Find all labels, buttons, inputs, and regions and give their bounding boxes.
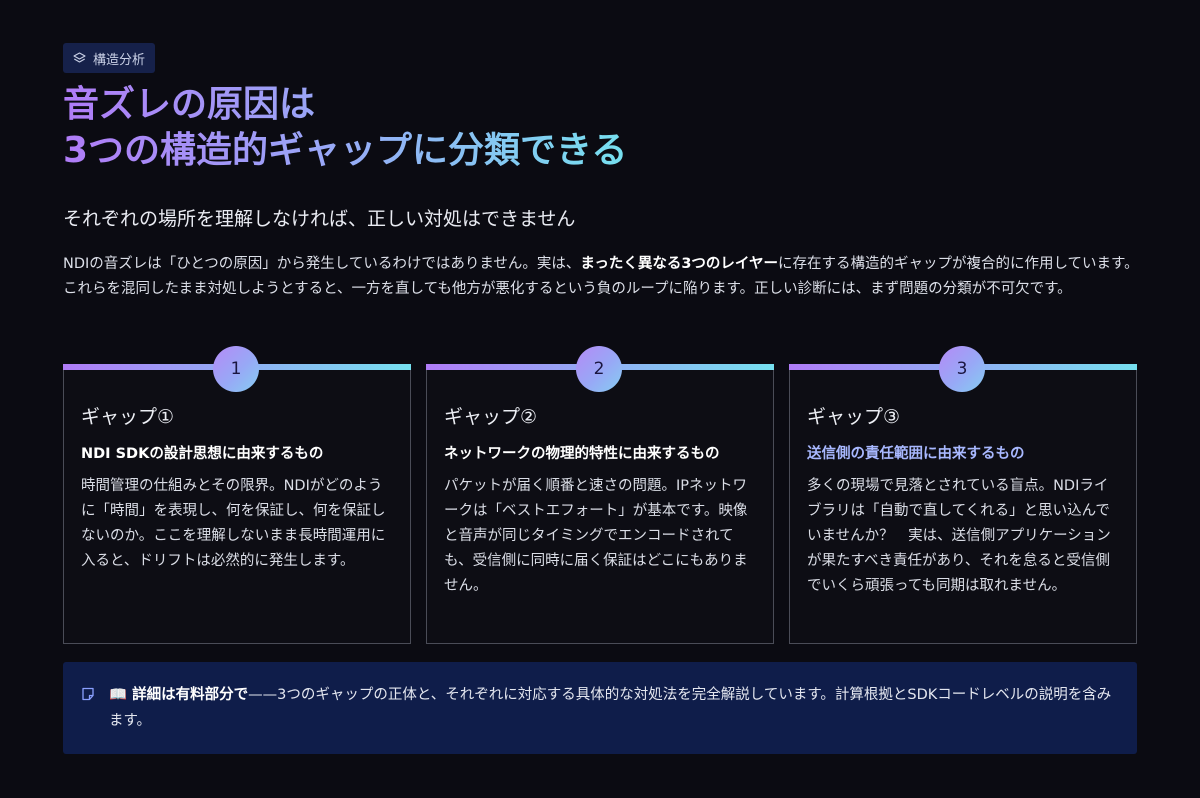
gap-card-3-subtitle: 送信側の責任範囲に由来するもの (807, 446, 1025, 462)
gap-card-1-box: ギャップ① NDI SDKの設計思想に由来するもの 時間管理の仕組みとその限界。… (63, 370, 411, 644)
intro-text-before: NDIの音ズレは「ひとつの原因」から発生しているわけではありません。実は、 (63, 256, 581, 272)
gap-card-1: 1 ギャップ① NDI SDKの設計思想に由来するもの 時間管理の仕組みとその限… (63, 346, 411, 644)
gap-card-2: 2 ギャップ② ネットワークの物理的特性に由来するもの パケットが届く順番と速さ… (426, 346, 774, 644)
section-badge-label: 構造分析 (93, 52, 146, 68)
page-title-line2: 3つの構造的ギャップに分類できる (63, 130, 628, 171)
gap-card-2-box: ギャップ② ネットワークの物理的特性に由来するもの パケットが届く順番と速さの問… (426, 370, 774, 644)
gap-card-3-number: 3 (939, 346, 985, 392)
paid-section-note: 📖 詳細は有料部分で——3つのギャップの正体と、それぞれに対応する具体的な対処法… (63, 662, 1137, 754)
gap-card-2-body: パケットが届く順番と速さの問題。IPネットワークは「ベストエフォート」が基本です… (444, 478, 748, 594)
gap-card-2-title: ギャップ② (444, 406, 538, 428)
note-icon (81, 686, 95, 705)
note-body: ——3つのギャップの正体と、それぞれに対応する具体的な対処法を完全解説しています… (109, 687, 1112, 729)
gap-cards: 1 ギャップ① NDI SDKの設計思想に由来するもの 時間管理の仕組みとその限… (63, 346, 1137, 644)
gap-card-1-title: ギャップ① (81, 406, 175, 428)
gap-card-3: 3 ギャップ③ 送信側の責任範囲に由来するもの 多くの現場で見落とされている盲点… (789, 346, 1137, 644)
gap-card-2-subtitle: ネットワークの物理的特性に由来するもの (444, 446, 720, 462)
gap-card-3-box: ギャップ③ 送信側の責任範囲に由来するもの 多くの現場で見落とされている盲点。N… (789, 370, 1137, 644)
page-title-line1: 音ズレの原因は (63, 84, 316, 125)
intro-emphasis: まったく異なる3つのレイヤー (580, 256, 778, 272)
note-emphasis: 📖 詳細は有料部分で (109, 687, 249, 703)
gap-card-1-subtitle: NDI SDKの設計思想に由来するもの (81, 446, 324, 462)
note-text: 📖 詳細は有料部分で——3つのギャップの正体と、それぞれに対応する具体的な対処法… (109, 682, 1117, 734)
page-title: 音ズレの原因は 3つの構造的ギャップに分類できる (63, 82, 627, 174)
intro-text-after: に存在する構造的ギャップが複合的に作用しています。これらを混同したまま対処しよう… (63, 256, 1139, 297)
intro-paragraph: NDIの音ズレは「ひとつの原因」から発生しているわけではありません。実は、まった… (63, 252, 1139, 302)
page-subtitle: それぞれの場所を理解しなければ、正しい対処はできません (63, 208, 576, 230)
gap-card-2-number: 2 (576, 346, 622, 392)
gap-card-3-body: 多くの現場で見落とされている盲点。NDIライブラリは「自動で直してくれる」と思い… (807, 478, 1111, 594)
gap-card-1-body: 時間管理の仕組みとその限界。NDIがどのように「時間」を表現し、何を保証し、何を… (81, 478, 386, 569)
section-badge: 構造分析 (63, 43, 156, 73)
gap-card-1-number: 1 (213, 346, 259, 392)
layers-icon (73, 52, 86, 64)
gap-card-3-title: ギャップ③ (807, 406, 901, 428)
